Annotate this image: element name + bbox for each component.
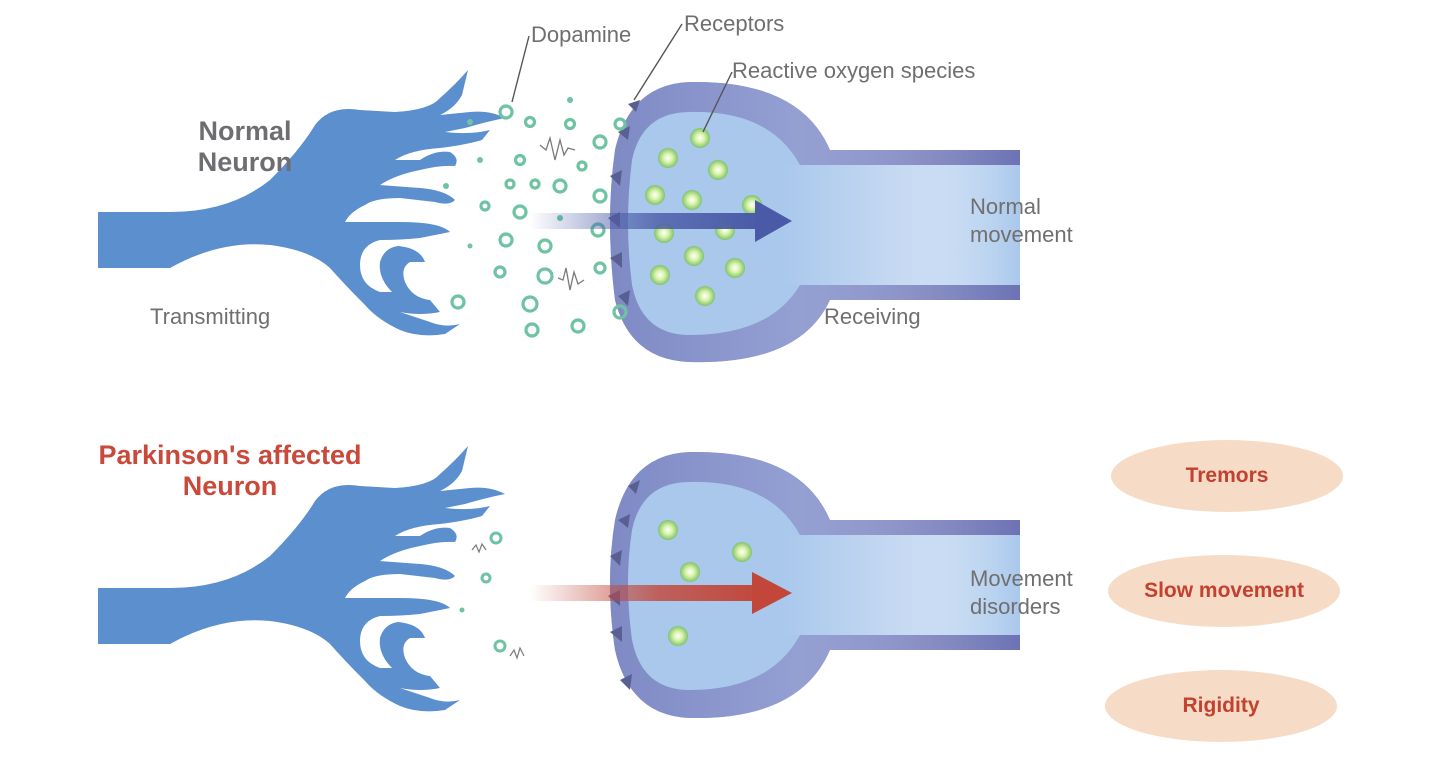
signal-squiggles-normal: [539, 135, 585, 291]
signal-squiggles-pd: [471, 542, 525, 660]
normal-signal-arrow: [530, 200, 792, 242]
transmitting-label: Transmitting: [150, 304, 271, 329]
normal-outcome-label: Normal movement: [970, 193, 1073, 249]
normal-title-line1: Normal: [198, 116, 292, 146]
normal-outcome-line1: Normal: [970, 194, 1041, 219]
pd-signal-arrow: [530, 572, 792, 614]
symptom-rigidity: Rigidity: [1105, 670, 1337, 742]
normal-outcome-line2: movement: [970, 222, 1073, 247]
pd-outcome-line2: disorders: [970, 594, 1061, 619]
pd-neuron-title: Parkinson's affected Neuron: [60, 440, 400, 502]
symptom-slow-movement: Slow movement: [1108, 555, 1340, 627]
normal-title-line2: Neuron: [197, 147, 293, 177]
receiving-label: Receiving: [824, 304, 921, 329]
pd-title-line1: Parkinson's affected: [98, 440, 362, 470]
normal-transmitting-neuron: [98, 70, 505, 336]
symptom-tremors: Tremors: [1111, 440, 1343, 512]
receptors-label: Receptors: [684, 11, 785, 36]
dopamine-molecules-pd: [480, 531, 507, 653]
dopamine-molecules-normal: [450, 104, 628, 338]
ros-label: Reactive oxygen species: [732, 58, 976, 83]
pd-receiving-neuron: [610, 451, 1020, 719]
reactive-oxygen-species-pd: [658, 520, 752, 646]
pd-outcome-line1: Movement: [970, 566, 1073, 591]
dopamine-small-dots-pd: [459, 607, 465, 613]
pd-transmitting-neuron: [98, 446, 505, 712]
normal-neuron-title: Normal Neuron: [160, 116, 330, 178]
pd-outcome-label: Movement disorders: [970, 565, 1073, 621]
leader-lines: [511, 23, 733, 133]
dopamine-label: Dopamine: [531, 22, 632, 47]
pd-title-line2: Neuron: [182, 471, 278, 501]
